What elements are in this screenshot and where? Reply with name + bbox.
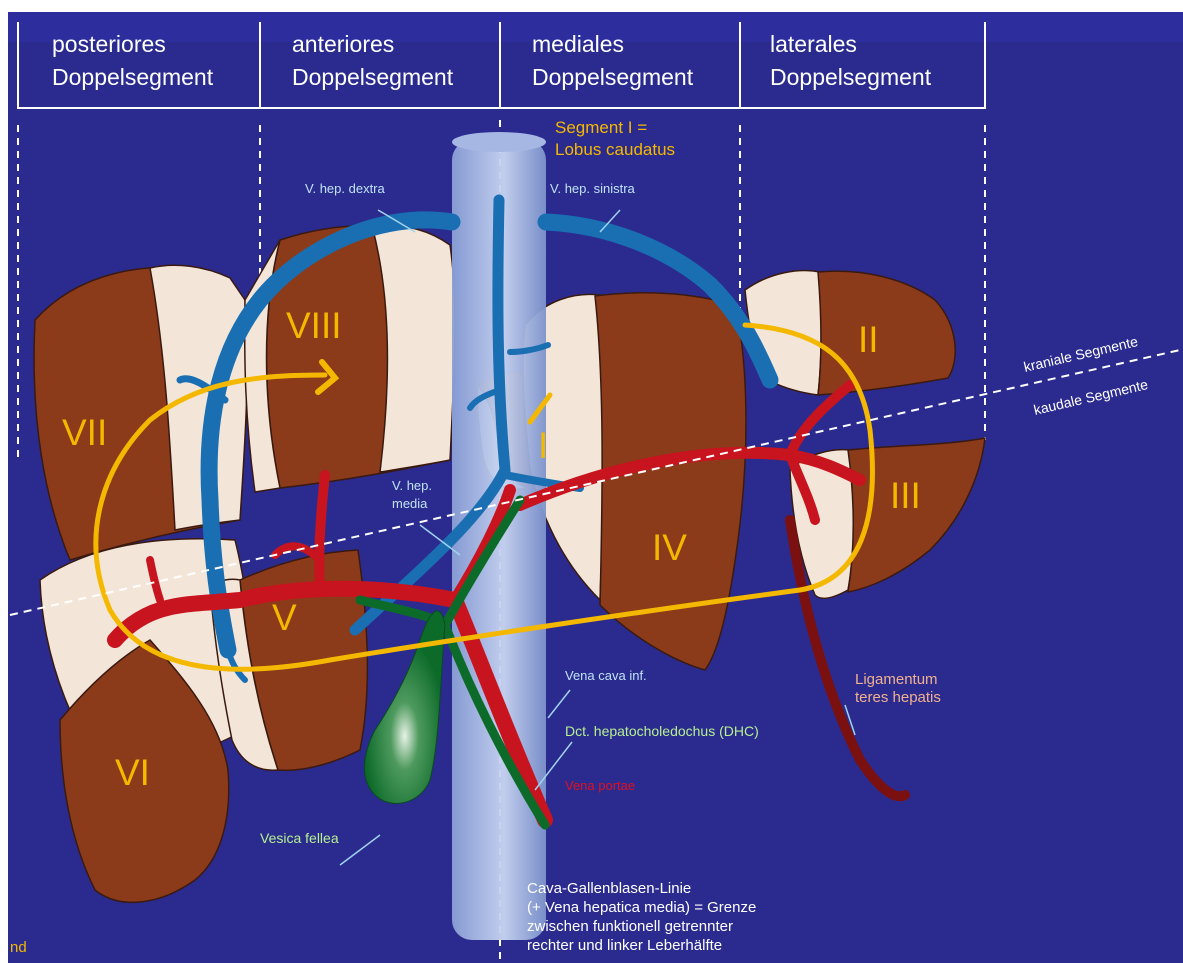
label-v-hep-media-line1: V. hep. [392,478,432,493]
header-lateral-line1: laterales [770,31,857,57]
segment-label-ii: II [858,319,879,360]
segment-label-iv: IV [652,527,687,568]
header-medial-line2: Doppelsegment [532,64,694,90]
segment-label-iii: III [890,475,921,516]
header-posterior-line2: Doppelsegment [52,64,214,90]
label-vena-portae: Vena portae [565,778,635,793]
label-v-hep-dextra: V. hep. dextra [305,181,386,196]
header-anterior-line1: anteriores [292,31,394,57]
label-ligamentum-line1: Ligamentum [855,671,938,688]
segment-label-viii: VIII [286,305,342,346]
label-v-hep-sinistra: V. hep. sinistra [550,181,636,196]
caudatus-label-line2: Lobus caudatus [555,140,675,159]
segment-label-vi: VI [115,752,150,793]
header-posterior-line1: posteriores [52,31,166,57]
segment-label-vii: VII [62,412,107,453]
label-v-hep-media-line2: media [392,496,428,511]
label-vesica-fellea: Vesica fellea [260,830,339,846]
label-dhc: Dct. hepatocholedochus (DHC) [565,723,759,739]
cava-line-text-4: rechter und linker Leberhälfte [527,937,722,954]
cava-line-text-3: zwischen funktionell getrennter [527,918,733,935]
cava-line-text-2: (+ Vena hepatica media) = Grenze [527,899,756,916]
label-ligamentum-line2: teres hepatis [855,689,941,706]
header-lateral-line2: Doppelsegment [770,64,932,90]
label-vena-cava: Vena cava inf. [565,668,647,683]
segment-label-v: V [272,597,297,638]
caudatus-label-line1: Segment I = [555,118,647,137]
segment-label-i: I [538,425,548,466]
corner-text: nd [10,939,27,956]
cava-line-text-1: Cava-Gallenblasen-Linie [527,880,691,897]
header-medial-line1: mediales [532,31,624,57]
header-anterior-line2: Doppelsegment [292,64,454,90]
